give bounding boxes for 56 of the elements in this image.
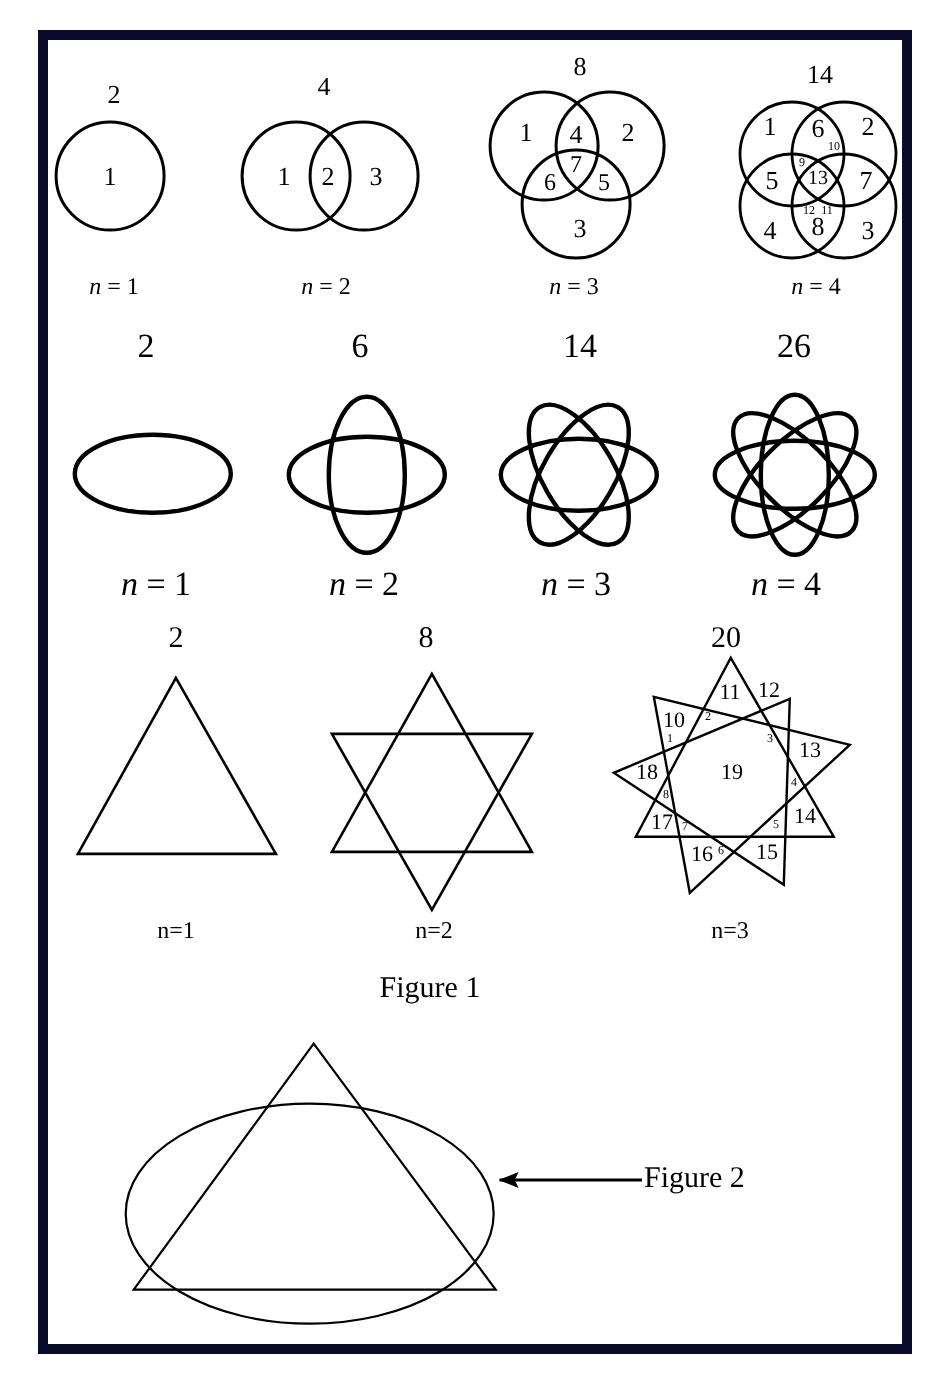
region-number: 18 [636,763,658,785]
n-value-label: n = 4 [750,567,822,601]
region-number: 15 [756,843,778,865]
region-count: 6 [351,329,369,363]
region-number: 1 [103,163,117,189]
region-number: 3 [861,217,875,243]
region-number: 4 [763,217,777,243]
region-number: 2 [621,119,635,145]
region-count: 8 [418,625,434,655]
region-number: 4 [569,121,583,147]
region-number: 12 [758,681,780,703]
region-number: 3 [573,215,587,241]
region-number: 14 [794,807,816,829]
n-value-label: n=2 [415,918,453,942]
n-value-label: n = 2 [301,274,351,298]
region-count: 26 [777,329,811,363]
region-count: 2 [168,625,184,655]
region-count: 2 [107,81,121,107]
n-value-label: n = 1 [120,567,192,601]
region-number: 5 [765,167,779,193]
region-number: 1 [763,113,777,139]
region-number: 13 [799,741,821,763]
region-number: 2 [861,113,875,139]
region-number: 1 [277,163,291,189]
region-number: 6 [811,115,825,141]
region-number: 16 [691,845,713,867]
n-value-label: n = 3 [549,274,599,298]
region-number: 8 [811,213,825,239]
region-number: 11 [719,682,741,704]
arrow [498,1172,642,1188]
region-count: 20 [711,625,741,655]
region-number: 3 [369,163,383,189]
region-number: 2 [321,163,335,189]
region-count: 14 [563,329,597,363]
region-number: 13 [808,170,828,190]
region-count: 14 [807,61,833,87]
n-value-label: n = 1 [89,274,139,298]
n-value-label: n = 3 [540,567,612,601]
n-value-label: n = 2 [328,567,400,601]
region-number: 1 [519,119,533,145]
n-value-label: n = 4 [791,274,841,298]
region-number: 7 [859,167,873,193]
n-value-label: n=1 [157,918,195,942]
n-value-label: n=3 [711,918,749,942]
region-number: 6 [544,170,556,194]
region-count: 8 [573,53,587,79]
region-count: 2 [137,329,155,363]
region-number: 5 [598,170,610,194]
region-number: 7 [570,152,582,176]
region-number: 10 [663,711,685,733]
region-number: 19 [721,763,743,785]
region-count: 4 [317,73,331,99]
figure-caption: Figure 2 [644,1165,745,1195]
ellipse-triangle-drawing [124,1042,498,1326]
figure-caption: Figure 1 [379,975,481,1005]
region-number: 17 [651,812,673,834]
